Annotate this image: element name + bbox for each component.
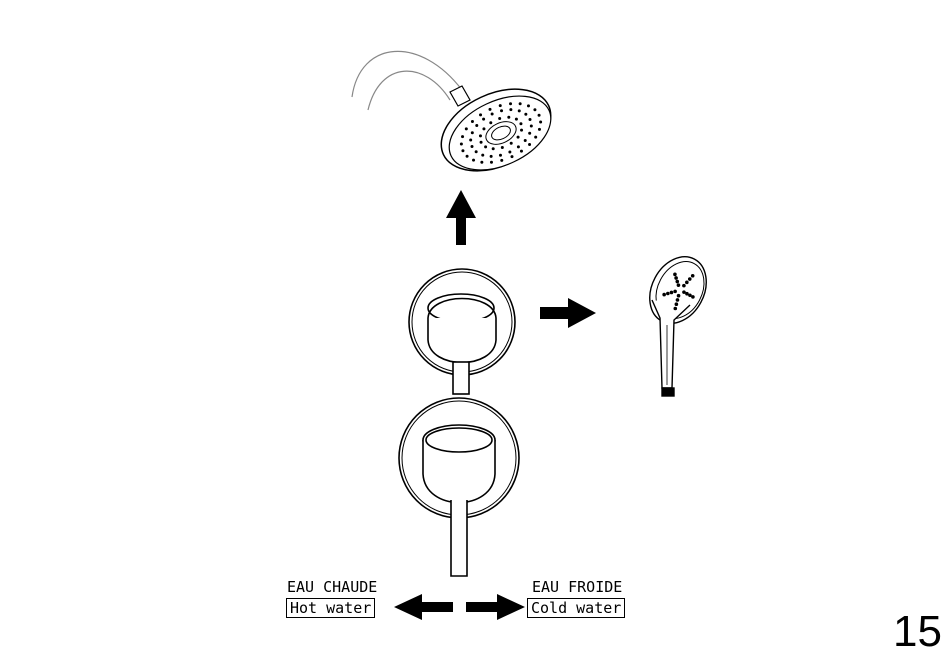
arrow-hot-left-icon [394,594,453,620]
diverter-valve-icon [409,269,515,394]
shower-arm [352,51,470,110]
hot-water-label-fr: EAU CHAUDE [287,578,377,596]
hot-water-label-en: Hot water [286,598,375,618]
page-number: 15 [893,608,942,656]
hand-shower-icon [639,247,718,396]
arrow-up-icon [446,190,476,245]
arrow-right-icon [540,298,596,328]
overhead-shower-head-icon [428,73,564,187]
cold-water-label-fr: EAU FROIDE [532,578,622,596]
cold-water-label-en: Cold water [527,598,625,618]
arrow-cold-right-icon [466,594,525,620]
mixer-valve-icon [399,398,519,576]
